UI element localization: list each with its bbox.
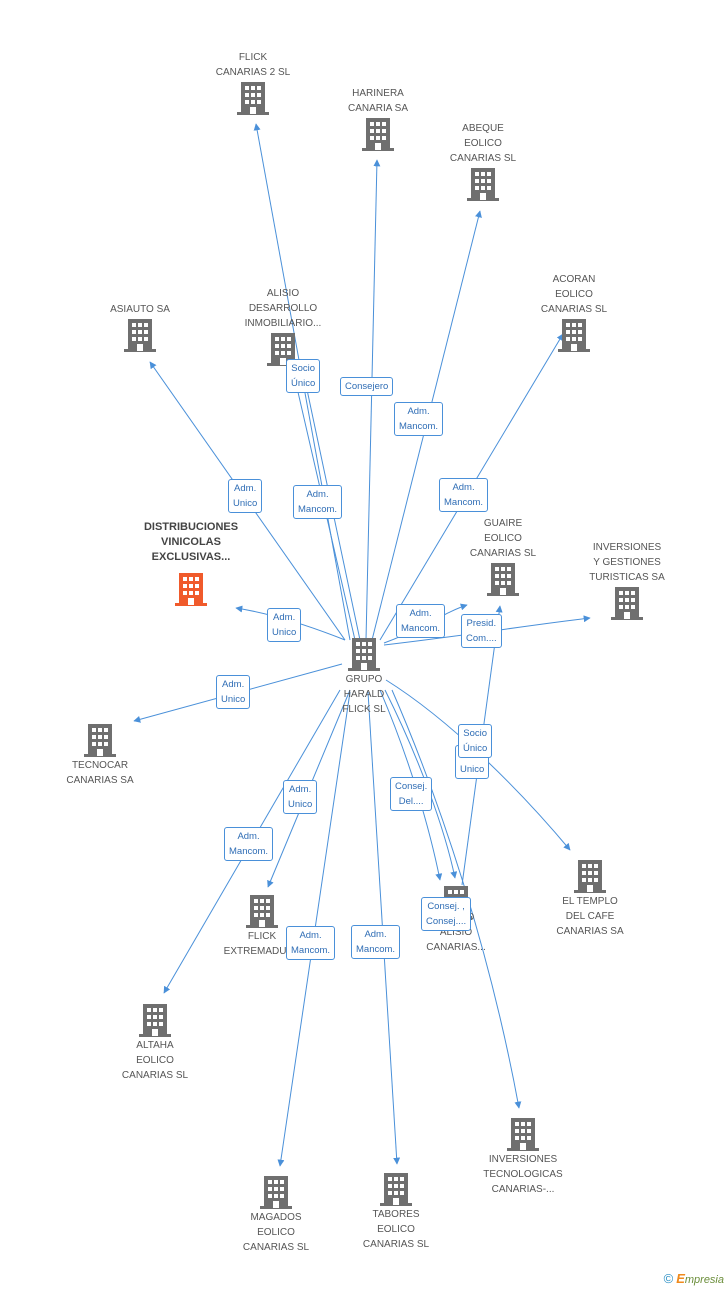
- relation-tag[interactable]: Adm. Unico: [267, 608, 302, 642]
- edge-harinera: [365, 159, 381, 641]
- building-icon: [175, 573, 207, 606]
- node-el-templo-del-cafe[interactable]: EL TEMPLO DEL CAFE CANARIAS SA: [525, 858, 655, 939]
- node-label: GUAIRE EOLICO CANARIAS SL: [469, 518, 537, 559]
- building-icon: [139, 1004, 171, 1037]
- node-label: HARINERA CANARIA SA: [347, 88, 409, 114]
- node-abeque-eolico[interactable]: ABEQUE EOLICO CANARIAS SL: [418, 121, 548, 202]
- building-icon: [124, 319, 156, 352]
- relation-tag[interactable]: Adm. Mancom.: [351, 925, 401, 959]
- brand-name: mpresia: [684, 1274, 724, 1286]
- node-asiauto[interactable]: ASIAUTO SA: [75, 302, 205, 353]
- node-label: DISTRIBUCIONES VINICOLAS EXCLUSIVAS...: [143, 521, 239, 563]
- node-label: ACORAN EOLICO CANARIAS SL: [540, 274, 608, 315]
- empresia-logo: ©Empresia: [664, 1271, 724, 1286]
- relation-tag[interactable]: Consej. , Consej....: [421, 897, 472, 931]
- building-icon: [237, 82, 269, 115]
- node-inversiones-gestiones-turisticas[interactable]: INVERSIONES Y GESTIONES TURISTICAS SA: [562, 540, 692, 621]
- node-tabores-eolico[interactable]: TABORES EOLICO CANARIAS SL: [331, 1171, 461, 1252]
- node-distribuciones-vinicolas[interactable]: DISTRIBUCIONES VINICOLAS EXCLUSIVAS...: [126, 520, 256, 607]
- relation-tag[interactable]: Consej. Del....: [390, 777, 433, 811]
- copyright-symbol: ©: [663, 1271, 674, 1286]
- relation-tag[interactable]: Adm. Unico: [216, 675, 251, 709]
- node-label: TECNOCAR CANARIAS SA: [66, 760, 134, 786]
- node-magados-eolico[interactable]: MAGADOS EOLICO CANARIAS SL: [211, 1174, 341, 1255]
- node-flick-extremadura[interactable]: FLICK EXTREMADURA: [197, 893, 327, 959]
- relation-tag[interactable]: Socio Único: [458, 724, 493, 758]
- node-label: ASIAUTO SA: [110, 304, 170, 315]
- node-inversiones-tecnologicas[interactable]: INVERSIONES TECNOLOGICAS CANARIAS-...: [458, 1116, 588, 1197]
- relation-tag[interactable]: Adm. Mancom.: [396, 604, 446, 638]
- node-label: GRUPO HARALD FLICK SL: [342, 674, 386, 715]
- node-tecnocar[interactable]: TECNOCAR CANARIAS SA: [35, 722, 165, 788]
- relation-tag[interactable]: Consejero: [340, 377, 394, 396]
- building-icon: [487, 563, 519, 596]
- node-label: EL TEMPLO DEL CAFE CANARIAS SA: [556, 896, 624, 937]
- building-icon: [362, 118, 394, 151]
- node-label: MAGADOS EOLICO CANARIAS SL: [242, 1212, 310, 1253]
- node-label: INVERSIONES Y GESTIONES TURISTICAS SA: [589, 542, 665, 583]
- relation-tag[interactable]: Adm. Unico: [283, 780, 318, 814]
- brand-initial: E: [676, 1271, 685, 1286]
- relation-tag[interactable]: Adm. Mancom.: [286, 926, 336, 960]
- node-label: FLICK EXTREMADURA: [223, 931, 301, 957]
- node-altaha-eolico[interactable]: ALTAHA EOLICO CANARIAS SL: [90, 1002, 220, 1083]
- building-icon: [611, 587, 643, 620]
- node-grupo-harald-flick[interactable]: GRUPO HARALD FLICK SL: [299, 636, 429, 717]
- building-icon: [260, 1176, 292, 1209]
- building-icon: [380, 1173, 412, 1206]
- node-label: ALTAHA EOLICO CANARIAS SL: [121, 1040, 189, 1081]
- relation-tag[interactable]: Adm. Mancom.: [439, 478, 489, 512]
- node-harinera-canaria[interactable]: HARINERA CANARIA SA: [313, 86, 443, 152]
- node-guaire-eolico[interactable]: GUAIRE EOLICO CANARIAS SL: [438, 516, 568, 597]
- building-icon: [246, 895, 278, 928]
- relation-tag[interactable]: Adm. Mancom.: [394, 402, 444, 436]
- node-label: INVERSIONES TECNOLOGICAS CANARIAS-...: [483, 1154, 563, 1195]
- building-icon: [558, 319, 590, 352]
- node-label: TABORES EOLICO CANARIAS SL: [362, 1209, 430, 1250]
- node-flick-canarias-2[interactable]: FLICK CANARIAS 2 SL: [188, 50, 318, 116]
- node-label: ABEQUE EOLICO CANARIAS SL: [449, 123, 517, 164]
- node-label: ALISIO DESARROLLO INMOBILIARIO...: [244, 288, 322, 329]
- relation-tag[interactable]: Adm. Mancom.: [293, 485, 343, 519]
- node-label: FLICK CANARIAS 2 SL: [215, 52, 291, 78]
- building-icon: [84, 724, 116, 757]
- relation-tag[interactable]: Presid. Com....: [461, 614, 502, 648]
- building-icon: [467, 168, 499, 201]
- building-icon: [507, 1118, 539, 1151]
- node-alisio-desarrollo[interactable]: ALISIO DESARROLLO INMOBILIARIO...: [218, 286, 348, 367]
- relation-tag[interactable]: Adm. Mancom.: [224, 827, 274, 861]
- building-icon: [348, 638, 380, 671]
- node-acoran-eolico[interactable]: ACORAN EOLICO CANARIAS SL: [509, 272, 639, 353]
- relation-tag[interactable]: Socio Único: [286, 359, 321, 393]
- building-icon: [574, 860, 606, 893]
- relation-tag[interactable]: Adm. Unico: [228, 479, 263, 513]
